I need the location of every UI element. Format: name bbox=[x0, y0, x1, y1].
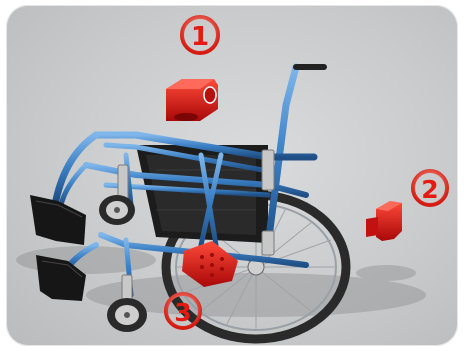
front-caster-upper bbox=[99, 195, 135, 225]
wheelchair-exploded-illustration: 1 2 3 bbox=[6, 5, 458, 346]
marker-1-label: 1 bbox=[191, 22, 209, 52]
marker-2: 2 bbox=[413, 171, 447, 205]
red-brake-part-icon bbox=[366, 201, 402, 241]
marker-3-label: 3 bbox=[174, 298, 191, 327]
front-caster-lower bbox=[107, 298, 147, 332]
red-armrest-block-icon bbox=[166, 79, 218, 121]
marker-1: 1 bbox=[182, 17, 218, 53]
marker-2-label: 2 bbox=[421, 175, 438, 204]
illustration-frame: 1 2 3 bbox=[6, 5, 458, 346]
